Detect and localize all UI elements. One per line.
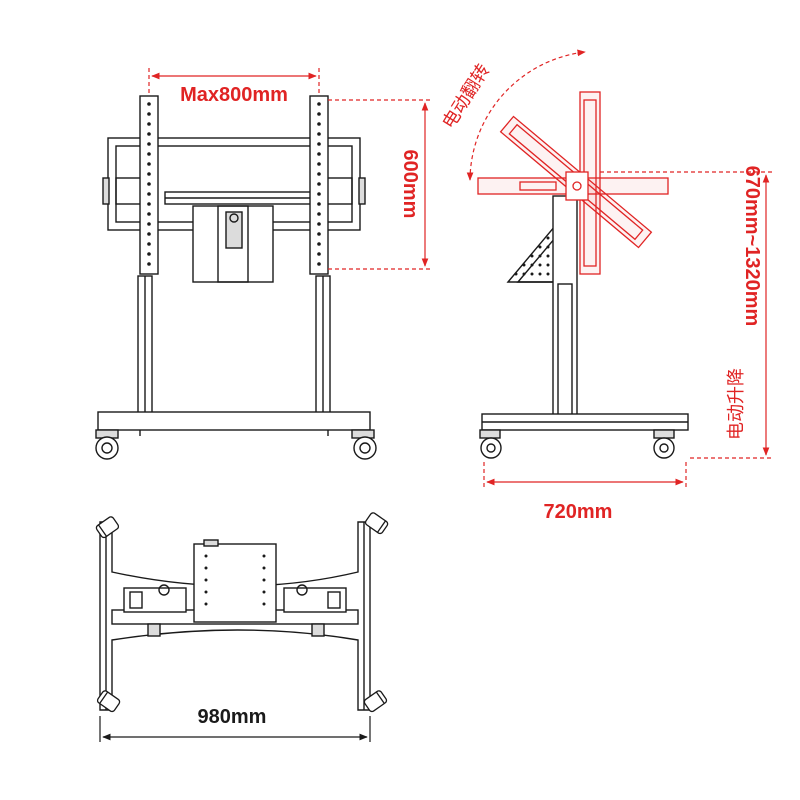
mount-hole [204, 602, 208, 606]
mount-hole [147, 162, 151, 166]
mount-hole [317, 112, 321, 116]
mount-hole [317, 222, 321, 226]
mount-hole [317, 182, 321, 186]
mount-hole [147, 102, 151, 106]
mount-hole [317, 162, 321, 166]
mount-hole [147, 232, 151, 236]
mount-hole [262, 554, 266, 558]
mount-hole [147, 182, 151, 186]
mount-hole [317, 212, 321, 216]
front-height-dimension [328, 99, 432, 270]
mount-hole [538, 272, 542, 276]
mount-hole [317, 262, 321, 266]
mount-hole [546, 272, 550, 276]
mount-hole [538, 254, 542, 258]
mount-hole [147, 172, 151, 176]
top-motor-holes [204, 554, 266, 606]
caster-wheel [653, 437, 675, 459]
mount-hole [147, 222, 151, 226]
mount-hole [317, 252, 321, 256]
mount-hole [317, 192, 321, 196]
front-view [95, 95, 377, 460]
mount-hole [147, 242, 151, 246]
mount-hole [317, 122, 321, 126]
mount-hole [147, 142, 151, 146]
mount-hole [147, 152, 151, 156]
mount-hole [317, 232, 321, 236]
side-depth-dimension [483, 462, 687, 488]
tilt-arc [466, 49, 586, 181]
mount-hole [317, 152, 321, 156]
mount-hole [317, 102, 321, 106]
mount-hole [147, 262, 151, 266]
mount-hole [530, 263, 534, 267]
mount-hole [147, 192, 151, 196]
mount-hole [262, 602, 266, 606]
mount-hole [522, 263, 526, 267]
front-height-label: 600mm [399, 150, 421, 219]
side-view [479, 195, 689, 459]
mount-hole [522, 272, 526, 276]
top-motor-box [193, 543, 277, 623]
mount-hole [204, 578, 208, 582]
top-width-label: 980mm [198, 706, 267, 728]
mount-hole [317, 202, 321, 206]
side-depth-label: 720mm [544, 501, 613, 523]
lift-dimension [600, 171, 772, 459]
mount-hole [317, 142, 321, 146]
mount-hole [204, 554, 208, 558]
lift-range-label: 670mm~1320mm [741, 166, 763, 327]
top-view [99, 521, 371, 711]
mount-hole [546, 263, 550, 267]
mount-hole [530, 254, 534, 258]
mount-hole [262, 578, 266, 582]
mount-hole [147, 112, 151, 116]
side-column [552, 195, 578, 417]
tilt-label: 电动翻转 [438, 60, 494, 132]
mount-hole [262, 590, 266, 594]
caster-wheel [95, 436, 119, 460]
mount-hole [147, 122, 151, 126]
mount-hole [546, 236, 550, 240]
lift-caption: 电动升降 [726, 368, 747, 440]
vesa-holes [147, 102, 321, 266]
mount-hole [546, 245, 550, 249]
mount-hole [262, 566, 266, 570]
caster-wheel [353, 436, 377, 460]
mount-hole [538, 263, 542, 267]
mount-hole [147, 202, 151, 206]
mount-hole [317, 172, 321, 176]
top-casters [95, 512, 389, 713]
front-width-dimension [148, 68, 320, 96]
front-width-label: Max800mm [180, 84, 288, 106]
mount-hole [538, 245, 542, 249]
mount-hole [317, 242, 321, 246]
mount-hole [147, 212, 151, 216]
mount-hole [546, 254, 550, 258]
mount-hole [147, 252, 151, 256]
mount-hole [204, 590, 208, 594]
bracket-holes [514, 236, 550, 276]
mount-hole [204, 566, 208, 570]
mount-hole [317, 132, 321, 136]
top-width-dimension [99, 716, 371, 742]
mount-hole [514, 272, 518, 276]
caster-wheel [480, 437, 502, 459]
mount-hole [530, 272, 534, 276]
base-bar [97, 411, 371, 431]
mount-hole [147, 132, 151, 136]
